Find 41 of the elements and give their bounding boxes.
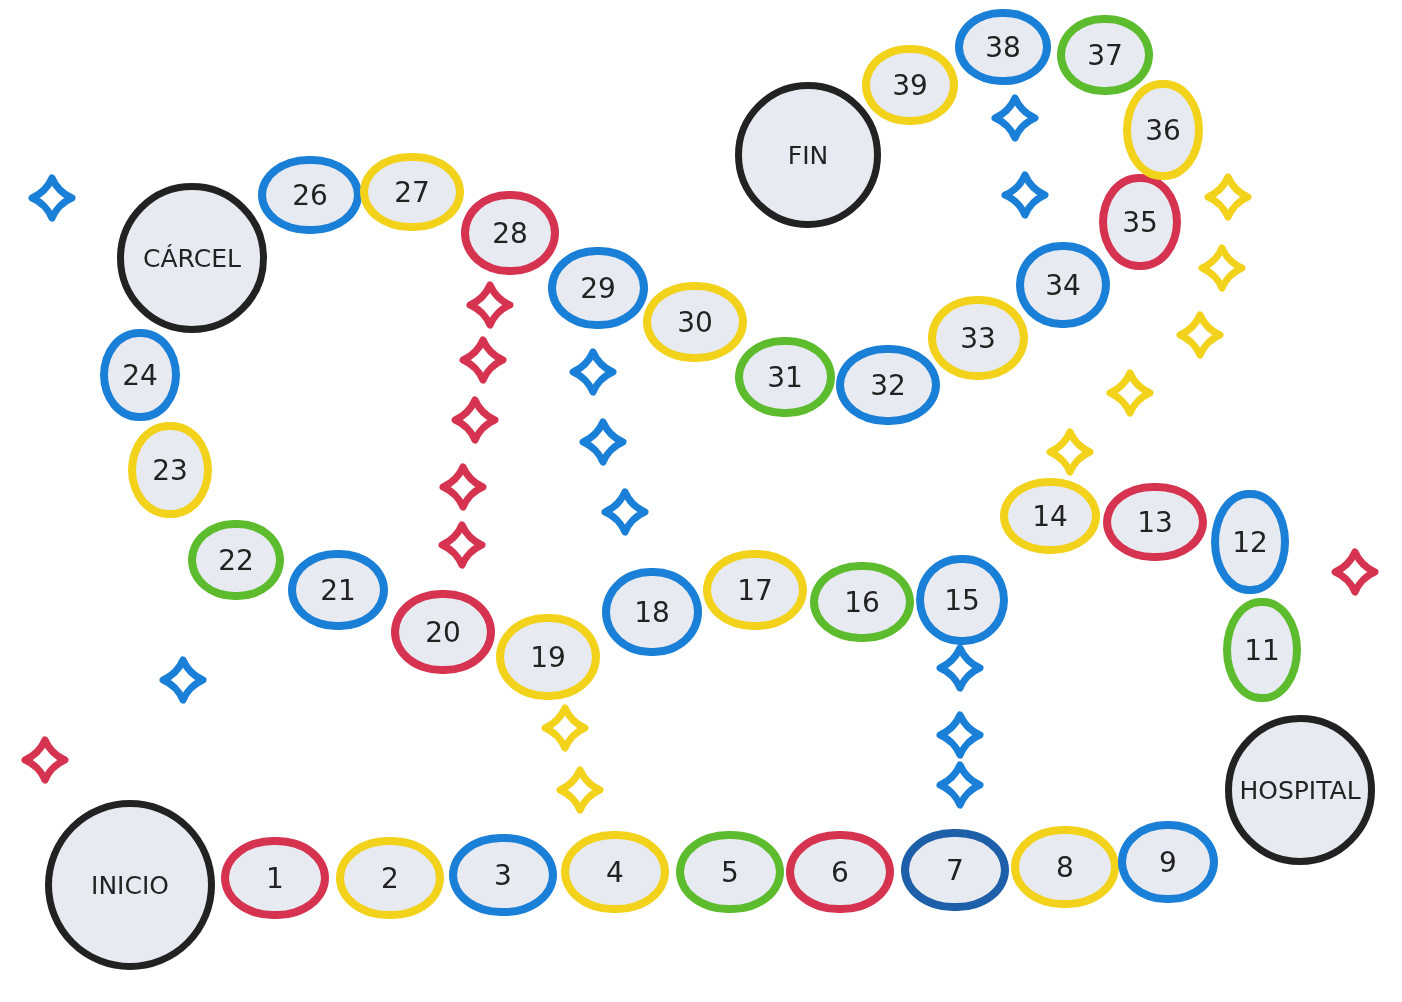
- numbered-board-space: 12: [1211, 490, 1289, 594]
- numbered-board-space: 19: [496, 614, 600, 700]
- round-board-space: CÁRCEL: [117, 183, 267, 333]
- numbered-board-space: 38: [955, 9, 1051, 85]
- numbered-board-space: 15: [916, 555, 1008, 645]
- numbered-board-space: 8: [1011, 826, 1119, 908]
- numbered-board-space: 9: [1118, 821, 1218, 903]
- round-board-space: FIN: [735, 82, 881, 228]
- numbered-board-space: 2: [336, 837, 444, 919]
- numbered-board-space: 29: [548, 247, 648, 329]
- numbered-board-space: 23: [128, 422, 212, 518]
- numbered-board-space: 7: [901, 829, 1009, 911]
- numbered-board-space: 27: [360, 153, 464, 231]
- numbered-board-space: 35: [1099, 174, 1181, 270]
- numbered-board-space: 26: [258, 156, 362, 234]
- round-board-space: INICIO: [45, 800, 215, 970]
- numbered-board-space: 36: [1123, 80, 1203, 180]
- numbered-board-space: 5: [676, 831, 784, 913]
- numbered-board-space: 39: [862, 45, 958, 125]
- numbered-board-space: 33: [928, 296, 1028, 380]
- numbered-board-space: 4: [561, 831, 669, 913]
- numbered-board-space: 1: [221, 837, 329, 919]
- numbered-board-space: 31: [735, 337, 835, 417]
- numbered-board-space: 34: [1016, 242, 1110, 328]
- numbered-board-space: 24: [100, 329, 180, 421]
- numbered-board-space: 28: [461, 191, 559, 275]
- numbered-board-space: 13: [1103, 483, 1207, 561]
- numbered-board-space: 3: [449, 834, 557, 916]
- numbered-board-space: 14: [1000, 478, 1100, 554]
- numbered-board-space: 16: [810, 562, 914, 642]
- numbered-board-space: 37: [1057, 15, 1153, 95]
- numbered-board-space: 17: [703, 550, 807, 630]
- round-board-space: HOSPITAL: [1225, 715, 1375, 865]
- numbered-board-space: 32: [836, 345, 940, 425]
- numbered-board-space: 20: [391, 590, 495, 674]
- numbered-board-space: 30: [643, 282, 747, 362]
- numbered-board-space: 11: [1223, 598, 1301, 702]
- numbered-board-space: 18: [602, 568, 702, 656]
- numbered-board-space: 22: [188, 520, 284, 600]
- numbered-board-space: 6: [786, 831, 894, 913]
- numbered-board-space: 21: [288, 550, 388, 630]
